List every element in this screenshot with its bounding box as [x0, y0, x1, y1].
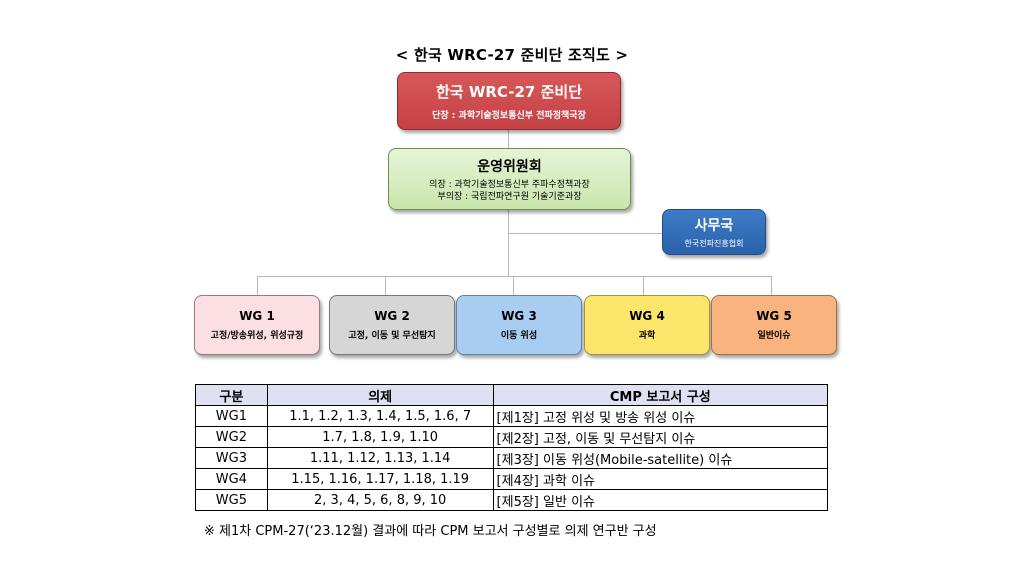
cmp-table: 구분 의제 CMP 보고서 구성 WG1 1.1, 1.2, 1.3, 1.4,…: [195, 384, 829, 511]
connector-secretariat: [508, 233, 662, 234]
connector-wg3: [513, 276, 514, 295]
row-report: [제1장] 고정 위성 및 방송 위성 이슈: [492, 405, 829, 427]
row-wg: WG2: [195, 426, 268, 448]
row-agenda: 1.15, 1.16, 1.17, 1.18, 1.19: [266, 468, 494, 490]
wg3-name: WG 3: [501, 309, 537, 323]
wg1-box: WG 1 고정/방송위성, 위성규정: [194, 295, 320, 355]
connector-wg5: [771, 276, 772, 295]
chart-title: < 한국 WRC-27 준비단 조직도 >: [395, 46, 629, 64]
connector-wg1: [257, 276, 258, 295]
org-top-box: 한국 WRC-27 준비단 단장 : 과학기술정보통신부 전파정책국장: [397, 72, 621, 130]
org-top-name: 한국 WRC-27 준비단: [436, 83, 582, 101]
header-agenda: 의제: [266, 384, 494, 406]
row-report: [제2장] 고정, 이동 및 무선탐지 이슈: [492, 426, 829, 448]
secretariat-box: 사무국 한국전파진흥협회: [662, 209, 766, 255]
footnote: ※ 제1차 CPM-27(‘23.12월) 결과에 따라 CPM 보고서 구성별…: [204, 524, 657, 539]
committee-box: 운영위원회 의장 : 과학기술정보통신부 주파수정책과장 부의장 : 국립전파연…: [388, 148, 631, 210]
table-row: WG3 1.11, 1.12, 1.13, 1.14 [제3장] 이동 위성(M…: [195, 447, 829, 469]
row-report: [제4장] 과학 이슈: [492, 468, 829, 490]
wg4-name: WG 4: [629, 309, 665, 323]
row-agenda: 2, 3, 4, 5, 6, 8, 9, 10: [266, 489, 494, 511]
row-report: [제3장] 이동 위성(Mobile-satellite) 이슈: [492, 447, 829, 469]
org-top-sub: 단장 : 과학기술정보통신부 전파정책국장: [432, 111, 586, 121]
table-row: WG4 1.15, 1.16, 1.17, 1.18, 1.19 [제4장] 과…: [195, 468, 829, 490]
wg3-box: WG 3 이동 위성: [456, 295, 582, 355]
header-report: CMP 보고서 구성: [492, 384, 829, 406]
connector-wg4: [643, 276, 644, 295]
table-row: WG2 1.7, 1.8, 1.9, 1.10 [제2장] 고정, 이동 및 무…: [195, 426, 829, 448]
wg1-name: WG 1: [239, 309, 275, 323]
committee-vice: 부의장 : 국립전파연구원 기술기준과장: [437, 191, 582, 202]
row-wg: WG1: [195, 405, 268, 427]
wg5-box: WG 5 일반이슈: [711, 295, 837, 355]
row-agenda: 1.1, 1.2, 1.3, 1.4, 1.5, 1.6, 7: [266, 405, 494, 427]
wg1-desc: 고정/방송위성, 위성규정: [210, 331, 304, 341]
row-agenda: 1.11, 1.12, 1.13, 1.14: [266, 447, 494, 469]
row-wg: WG3: [195, 447, 268, 469]
secretariat-sub: 한국전파진흥협회: [684, 239, 744, 248]
committee-name: 운영위원회: [477, 158, 542, 175]
wg4-desc: 과학: [638, 331, 656, 341]
table-header-row: 구분 의제 CMP 보고서 구성: [195, 384, 829, 406]
secretariat-name: 사무국: [694, 218, 734, 234]
row-wg: WG4: [195, 468, 268, 490]
wg5-desc: 일반이슈: [757, 331, 791, 341]
wg5-name: WG 5: [756, 309, 792, 323]
header-category: 구분: [195, 384, 268, 406]
wg4-box: WG 4 과학: [584, 295, 710, 355]
connector-top-vertical: [508, 130, 509, 148]
row-wg: WG5: [195, 489, 268, 511]
connector-main-vertical: [508, 210, 509, 276]
wg2-desc: 고정, 이동 및 무선탐지: [348, 331, 436, 341]
row-report: [제5장] 일반 이슈: [492, 489, 829, 511]
table-row: WG5 2, 3, 4, 5, 6, 8, 9, 10 [제5장] 일반 이슈: [195, 489, 829, 511]
wg3-desc: 이동 위성: [500, 331, 538, 341]
table-row: WG1 1.1, 1.2, 1.3, 1.4, 1.5, 1.6, 7 [제1장…: [195, 405, 829, 427]
connector-wg2: [385, 276, 386, 295]
committee-chair: 의장 : 과학기술정보통신부 주파수정책과장: [429, 179, 590, 190]
row-agenda: 1.7, 1.8, 1.9, 1.10: [266, 426, 494, 448]
wg2-name: WG 2: [374, 309, 410, 323]
connector-wg-horizontal: [257, 276, 771, 277]
wg2-box: WG 2 고정, 이동 및 무선탐지: [329, 295, 455, 355]
